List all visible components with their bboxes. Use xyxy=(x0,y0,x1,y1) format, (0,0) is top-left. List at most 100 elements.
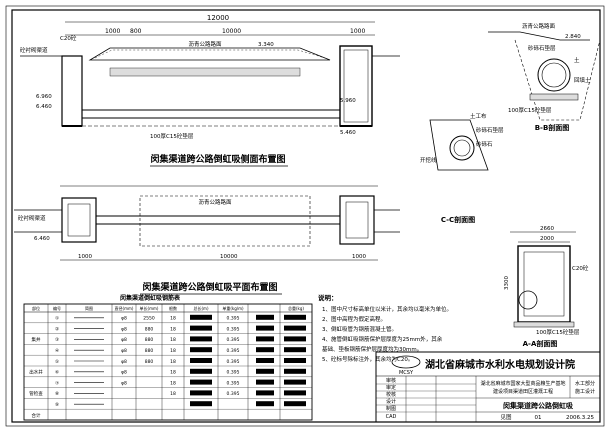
table-filled-value xyxy=(190,358,212,363)
side-elev-c: 5.960 xyxy=(340,98,356,104)
side-elev-b: 6.460 xyxy=(36,104,52,110)
table-cell-num: ⑧ xyxy=(55,391,59,397)
table-cell-count: 18 xyxy=(170,326,176,332)
table-filled-value xyxy=(190,368,212,374)
table-filled-value xyxy=(256,314,274,320)
table-filled-value xyxy=(284,379,306,385)
table-cell-part: 管检查 xyxy=(29,390,43,397)
side-dim-4: 1000 xyxy=(350,28,365,35)
table-cell-dia: φ8 xyxy=(121,326,127,332)
role-6: CAD xyxy=(386,414,397,420)
side-c20: C20砼 xyxy=(60,34,77,42)
a-dim-3: 3300 xyxy=(504,276,510,290)
table-filled-value xyxy=(190,336,212,342)
side-pipe-label: 100厚C15砼垫层 xyxy=(150,132,194,140)
side-dim-total: 12000 xyxy=(207,14,229,22)
table-filled-value xyxy=(190,390,212,396)
a-label-c20: C20砼 xyxy=(572,264,589,272)
stage-line-2: 施工设计 xyxy=(575,388,595,395)
institute-name: 湖北省麻城市水利水电规划设计院 xyxy=(425,358,575,371)
table-filled-value xyxy=(284,347,306,353)
a-section-title: A-A剖面图 xyxy=(523,339,558,348)
table-cell-num: ④ xyxy=(55,348,59,354)
role-2: 审定 xyxy=(386,384,396,391)
logo-text: MCSY xyxy=(399,370,414,376)
drawing-date: 2006.3.25 xyxy=(566,415,594,421)
table-cell-wt: 0.395 xyxy=(227,348,240,354)
b-label-gravel: 砂砾石垫层 xyxy=(528,44,556,52)
table-cell-count: 18 xyxy=(170,370,176,376)
project-line-2: 建设项目渠道田区灌溉工程 xyxy=(493,388,553,395)
side-left-channel: 砼衬砌渠道 xyxy=(20,46,48,54)
a-section-view: 2660 2000 3300 C20砼 100厚C15砼垫层 A-A剖面图 xyxy=(504,226,589,348)
plan-elev: 6.460 xyxy=(34,236,50,242)
c-label-gravel-cushion: 砂砾石垫层 xyxy=(476,126,504,134)
note-4: 4、施管倒虹吸钢筋保护层厚度为25mm外，其余 xyxy=(322,335,443,343)
table-cell-dia: φ8 xyxy=(121,359,127,365)
th-part: 部位 xyxy=(32,305,40,311)
table-filled-value xyxy=(190,401,212,407)
table-cell-wt: 0.395 xyxy=(227,359,240,365)
table-cell-wt: 0.395 xyxy=(227,316,240,322)
th-sketch: 简图 xyxy=(85,305,93,311)
th-total-wt: 总重(kg) xyxy=(288,305,304,311)
table-cell-len: 880 xyxy=(145,348,154,354)
th-unit-wt: 单重(kg/m) xyxy=(222,305,244,311)
side-elevation-view: 12000 1000 800 10000 1000 砼衬砌渠道 C20砼 沥青公… xyxy=(20,14,400,167)
plan-dim-1: 1000 xyxy=(78,254,92,260)
table-filled-value xyxy=(256,347,274,353)
plan-road: 沥青公路路面 xyxy=(198,198,232,206)
b-label-backfill: 回填土 xyxy=(574,76,591,84)
table-cell-num: ⑨ xyxy=(55,402,59,408)
b-label-road: 沥青公路路面 xyxy=(522,22,556,30)
c-label-excavation: 开挖线 xyxy=(420,156,437,164)
b-label-cushion: 100厚C15砼垫层 xyxy=(508,106,552,114)
table-cell-len: 880 xyxy=(145,359,154,365)
table-cell-count: 18 xyxy=(170,359,176,365)
side-view-title: 闵集渠道跨公路倒虹吸侧面布置图 xyxy=(150,153,285,165)
role-3: 校核 xyxy=(386,391,396,398)
table-cell-dia: φ8 xyxy=(121,337,127,343)
table-cell-dia: φ8 xyxy=(121,370,127,376)
table-filled-value xyxy=(284,390,306,396)
notes-block: 说明： 1、图中尺寸标高单位以米计，其余均以毫米为单位。 2、图中高程为假定高程… xyxy=(318,293,452,363)
a-dim-1: 2660 xyxy=(540,226,554,232)
table-cell-count: 18 xyxy=(170,391,176,397)
stage-line-1: 水工部分 xyxy=(575,380,595,387)
table-filled-value xyxy=(256,325,274,331)
table-cell-wt: 0.395 xyxy=(227,326,240,332)
table-filled-value xyxy=(256,401,274,407)
table-filled-value xyxy=(256,336,274,342)
project-line-1: 湖北省麻城市国家大型商品粮生产基地 xyxy=(480,380,565,387)
institute-logo-icon xyxy=(391,355,421,369)
title-block: MCSY 湖北省麻城市水利水电规划设计院 审核 审定 校核 设计 制图 CAD … xyxy=(375,351,601,423)
table-filled-value xyxy=(284,314,306,320)
table-cell-count: 18 xyxy=(170,380,176,386)
th-num: 编号 xyxy=(53,305,61,311)
c-label-gravel: 砂砾石 xyxy=(476,140,493,148)
table-filled-value xyxy=(190,314,212,320)
table-cell-count: 18 xyxy=(170,348,176,354)
b-section-title: B-B剖面图 xyxy=(535,123,570,132)
b-label-soil: 土 xyxy=(574,56,580,64)
table-filled-value xyxy=(284,325,306,331)
rebar-table: 闵集渠道倒虹吸钢筋表 部位 编号 简图 直径(mm) 单长(mm) 根数 总长(… xyxy=(23,294,313,421)
th-dia: 直径(mm) xyxy=(115,305,134,311)
b-section-view: 沥青公路路面 2.840 砂砾石垫层 土 回填土 100厚C15砼垫层 B-B剖… xyxy=(488,22,601,132)
note-1: 1、图中尺寸标高单位以米计，其余均以毫米为单位。 xyxy=(322,305,452,313)
notes-heading: 说明： xyxy=(318,293,338,302)
table-filled-value xyxy=(284,368,306,374)
th-total-len: 总长(m) xyxy=(193,305,208,311)
table-cell-num: ⑦ xyxy=(55,380,59,386)
table-filled-value xyxy=(190,379,212,385)
scale-value: 见图 xyxy=(500,413,512,421)
table-cell-count: 18 xyxy=(170,337,176,343)
role-1: 审核 xyxy=(386,377,396,384)
c-label-geotextile: 土工布 xyxy=(470,112,487,120)
side-elev-a: 6.960 xyxy=(36,94,52,100)
plan-dim-2: 10000 xyxy=(220,254,238,260)
table-filled-value xyxy=(256,358,274,363)
table-filled-value xyxy=(284,336,306,342)
side-dim-2: 800 xyxy=(130,28,142,35)
